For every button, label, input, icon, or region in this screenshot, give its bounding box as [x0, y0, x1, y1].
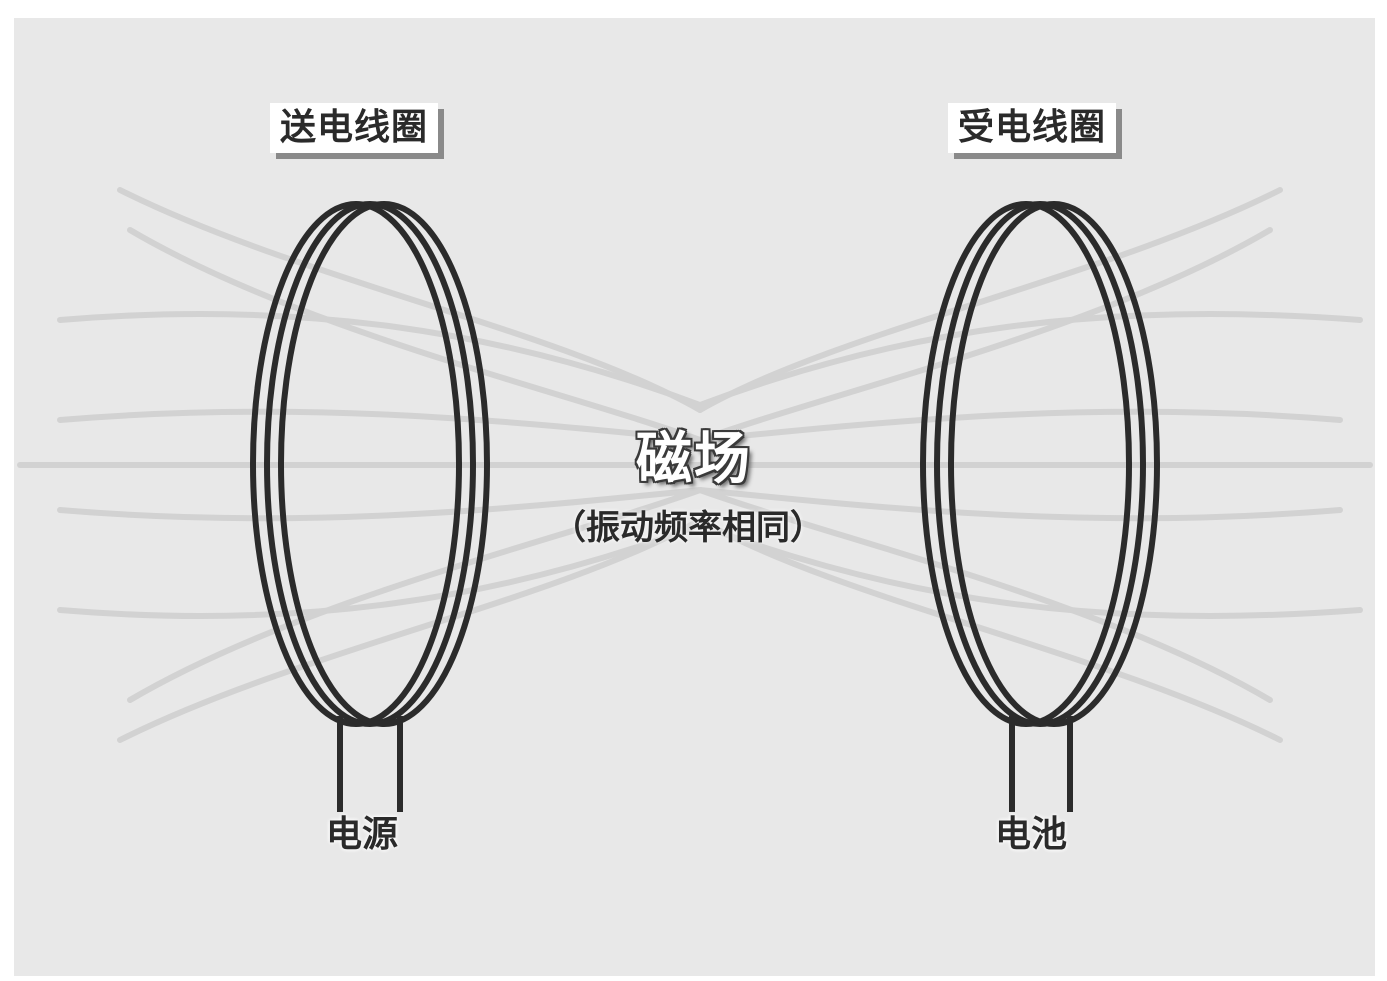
transmitter-coil-label: 送电线圈 [270, 103, 439, 153]
coil-turn [278, 201, 490, 727]
coil-turn [948, 201, 1160, 727]
battery-label: 电池 [995, 814, 1068, 855]
field-line [127, 487, 703, 703]
field-line [697, 408, 1343, 443]
transmitter-coil [250, 201, 490, 812]
receiver-coil-label: 受电线圈 [948, 103, 1117, 153]
diagram-background [14, 18, 1375, 976]
coils [250, 201, 1160, 812]
power-source-label: 电源 [326, 814, 399, 855]
field-line [117, 517, 703, 743]
field-line [697, 487, 1273, 703]
field-line [127, 227, 703, 443]
field-line [57, 408, 703, 443]
magnetic-field-label: 磁场 [636, 427, 752, 492]
magnetic-field-sublabel: （振动频率相同） [552, 508, 824, 548]
field-line [697, 227, 1273, 443]
field-line [57, 487, 703, 522]
field-line [117, 187, 703, 413]
field-line [697, 487, 1343, 522]
receiver-coil [920, 201, 1160, 812]
